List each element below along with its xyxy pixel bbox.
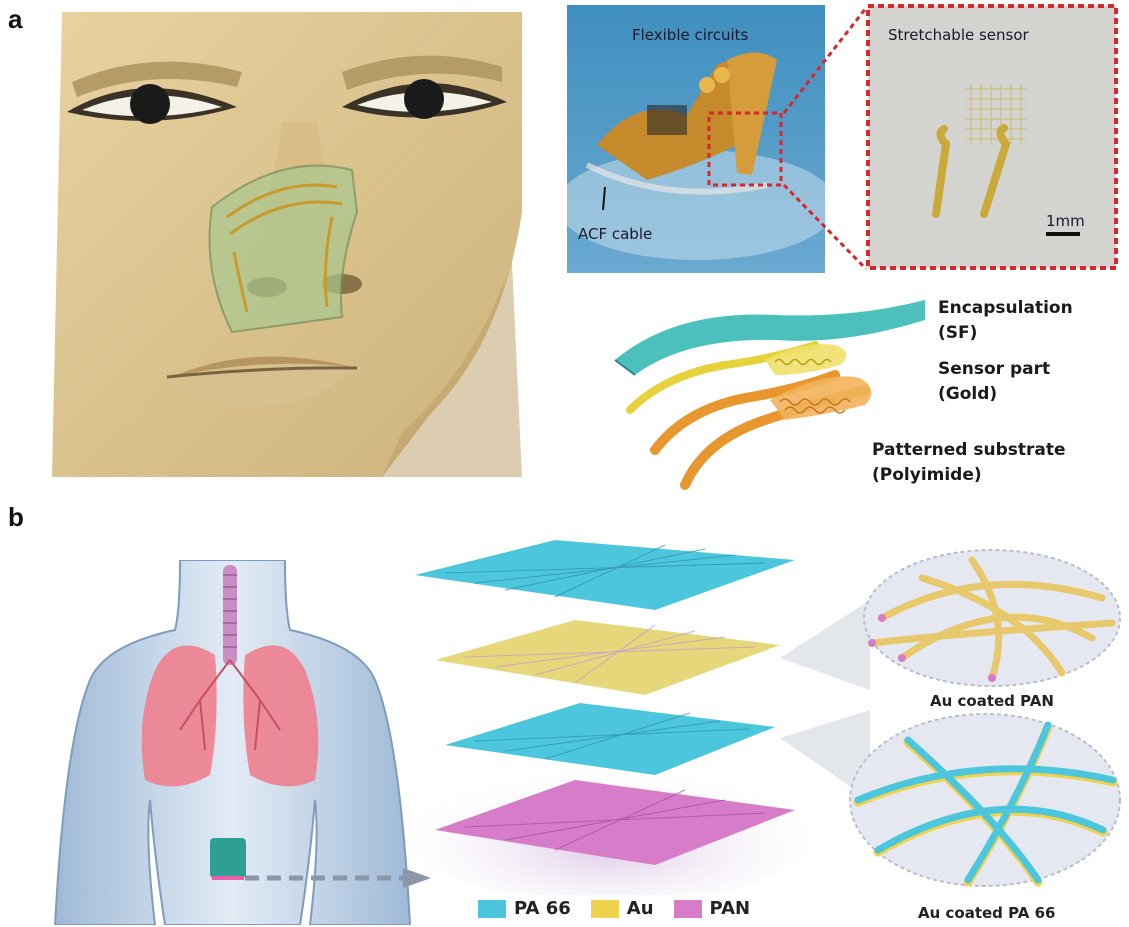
caption-au-coated-pan: Au coated PAN xyxy=(930,692,1054,710)
zoom-au-coated-pan xyxy=(862,548,1122,688)
layer-encapsulation-name: Encapsulation xyxy=(938,296,1073,321)
legend-swatch-pan xyxy=(674,900,702,918)
layer-patterned-substrate: Patterned substrate (Polyimide) xyxy=(872,438,1066,488)
legend-label-pan: PAN xyxy=(710,898,751,919)
legend-swatch-pa66 xyxy=(478,900,506,918)
layer-encapsulation-material: (SF) xyxy=(938,321,1073,346)
face-illustration xyxy=(52,12,522,477)
layer-sensor-part: Sensor part (Gold) xyxy=(938,357,1050,407)
layer-sensor-part-material: (Gold) xyxy=(938,382,1050,407)
material-legend: PA 66 Au PAN xyxy=(478,898,750,919)
scale-bar-label: 1mm xyxy=(1046,212,1085,230)
legend-label-pa66: PA 66 xyxy=(514,898,571,919)
panel-b-letter: b xyxy=(8,502,24,533)
zoom-connector-lines xyxy=(780,5,870,273)
stretchable-sensor-label: Stretchable sensor xyxy=(888,26,1029,44)
zoom-au-coated-pa66 xyxy=(848,712,1123,888)
panel-a-letter: a xyxy=(8,4,22,35)
layer-patterned-substrate-name: Patterned substrate xyxy=(872,438,1066,463)
acf-cable-label: ACF cable xyxy=(578,225,652,243)
legend-swatch-au xyxy=(591,900,619,918)
caption-au-coated-pa66: Au coated PA 66 xyxy=(918,904,1055,922)
flexible-circuits-label: Flexible circuits xyxy=(632,26,748,44)
legend-label-au: Au xyxy=(627,898,654,919)
nanofiber-layer-stack xyxy=(405,535,815,895)
layer-sensor-part-name: Sensor part xyxy=(938,357,1050,382)
layer-encapsulation: Encapsulation (SF) xyxy=(938,296,1073,346)
layer-patterned-substrate-material: (Polyimide) xyxy=(872,463,1066,488)
